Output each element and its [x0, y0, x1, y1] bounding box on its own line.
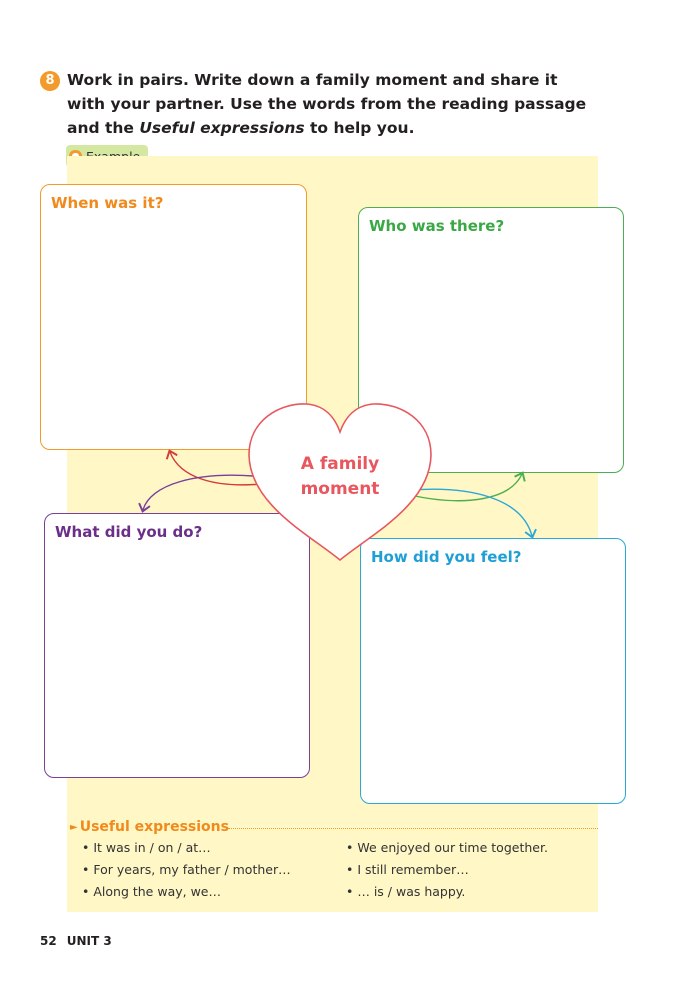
- task-text: Work in pairs. Write down a family momen…: [67, 71, 587, 137]
- what-did-you-do-box[interactable]: What did you do?: [44, 513, 310, 778]
- arrow-to-when: [165, 449, 263, 486]
- page-footer: 52 UNIT 3: [40, 934, 122, 948]
- list-item: … is / was happy.: [346, 881, 548, 903]
- expressions-right-list: We enjoyed our time together. I still re…: [346, 837, 548, 903]
- arrow-right-icon: ►: [70, 821, 78, 833]
- how-did-you-feel-label: How did you feel?: [371, 548, 522, 566]
- useful-expressions-title: ► Useful expressions: [70, 819, 229, 835]
- when-was-it-box[interactable]: When was it?: [40, 184, 307, 450]
- unit-label: UNIT 3: [66, 934, 112, 948]
- task-instruction: 8 Work in pairs. Write down a family mom…: [40, 68, 600, 140]
- list-item: It was in / on / at…: [82, 837, 291, 859]
- arrow-to-what: [138, 474, 266, 513]
- arrow-to-who: [409, 471, 526, 502]
- when-was-it-label: When was it?: [51, 194, 164, 212]
- list-item: Along the way, we…: [82, 881, 291, 903]
- expressions-left-list: It was in / on / at… For years, my fathe…: [82, 837, 291, 903]
- task-number-badge: 8: [40, 71, 60, 91]
- list-item: For years, my father / mother…: [82, 859, 290, 881]
- heart-shape: [248, 403, 432, 562]
- page-number: 52: [40, 934, 57, 948]
- arrow-to-how: [411, 488, 537, 539]
- who-was-there-label: Who was there?: [369, 217, 505, 235]
- list-item: I still remember…: [346, 859, 548, 881]
- heart-label: A family moment: [300, 454, 380, 499]
- what-did-you-do-label: What did you do?: [55, 523, 203, 541]
- list-item: We enjoyed our time together.: [346, 837, 548, 859]
- dotted-divider: [228, 828, 598, 829]
- how-did-you-feel-box[interactable]: How did you feel?: [360, 538, 626, 804]
